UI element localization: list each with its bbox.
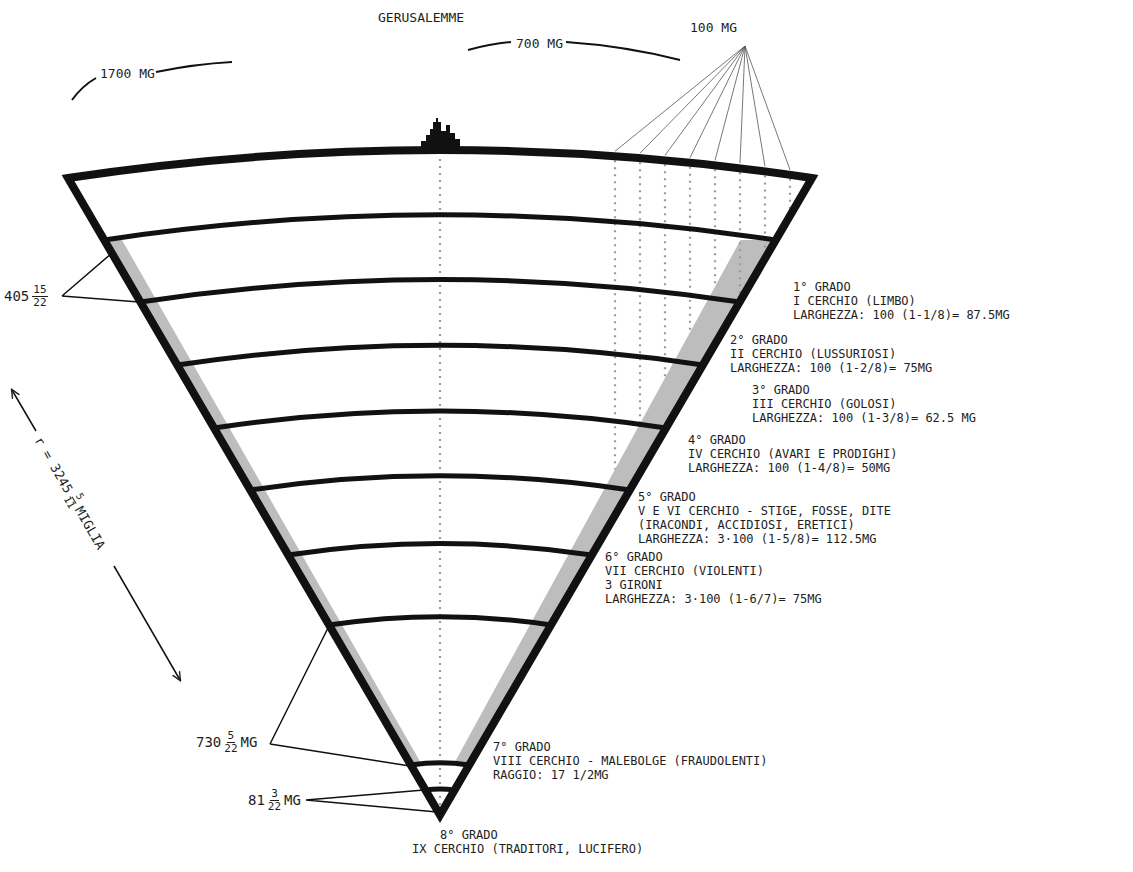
- diagram-label: LARGHEZZA: 100 (1-2/8)= 75MG: [730, 361, 932, 375]
- diagram-label: LARGHEZZA: 3·100 (1-5/8)= 112.5MG: [638, 532, 876, 546]
- diagram-label: 2° GRADO: [730, 333, 788, 347]
- diagram-label: r = 3245: [32, 434, 76, 496]
- diagram-label: LARGHEZZA: 100 (1-1/8)= 87.5MG: [793, 308, 1010, 322]
- radius-arrows: [12, 390, 180, 680]
- diagram-label: 7° GRADO: [493, 740, 551, 754]
- diagram-label: 8° GRADO: [440, 828, 498, 842]
- dimension-brackets: [62, 253, 437, 812]
- diagram-label: II CERCHIO (LUSSURIOSI): [730, 347, 896, 361]
- cone-ground: [68, 150, 812, 815]
- diagram-label: GERUSALEMME: [378, 10, 464, 25]
- fraction: 322: [268, 788, 281, 812]
- diagram-label: III CERCHIO (GOLOSI): [752, 397, 897, 411]
- dimension-value: 730522MG: [196, 730, 257, 754]
- diagram-label: 730: [196, 734, 221, 750]
- diagram-label: LARGHEZZA: 100 (1-4/8)= 50MG: [688, 461, 890, 475]
- distance-arcs: [72, 42, 680, 100]
- radius-label: r = 3245511MIGLIA: [29, 432, 112, 554]
- diagram-label: MG: [241, 734, 258, 750]
- center-axis: [439, 152, 441, 806]
- diagram-label: VIII CERCHIO - MALEBOLGE (FRAUDOLENTI): [493, 754, 768, 768]
- diagram-label: 81: [248, 792, 265, 808]
- diagram-label: 3: [270, 788, 279, 801]
- diagram-label: 22: [268, 801, 281, 813]
- diagram-label: (IRACONDI, ACCIDIOSI, ERETICI): [638, 518, 855, 532]
- diagram-label: RAGGIO: 17 1/2MG: [493, 768, 609, 782]
- diagram-label: 5° GRADO: [638, 490, 696, 504]
- diagram-label: 6° GRADO: [605, 550, 663, 564]
- diagram-label: IX CERCHIO (TRADITORI, LUCIFERO): [412, 842, 643, 856]
- diagram-label: MG: [284, 792, 301, 808]
- cone-outline: [68, 150, 812, 815]
- diagram-label: 100 MG: [690, 20, 737, 35]
- diagram-label: 1° GRADO: [793, 280, 851, 294]
- diagram-label: I CERCHIO (LIMBO): [793, 294, 916, 308]
- diagram-label: 3° GRADO: [752, 383, 810, 397]
- dimension-value: 81322MG: [248, 788, 301, 812]
- diagram-label: IV CERCHIO (AVARI E PRODIGHI): [688, 447, 898, 461]
- dimension-value: 4051522: [4, 284, 48, 308]
- diagram-label: 15: [32, 284, 47, 297]
- diagram-label: 22: [224, 743, 237, 755]
- diagram-label: 1700 MG: [100, 66, 155, 81]
- diagram-label: MIGLIA: [72, 504, 108, 552]
- diagram-label: 405: [4, 288, 29, 304]
- circle-boundaries: [104, 215, 776, 790]
- diagram-label: VII CERCHIO (VIOLENTI): [605, 564, 764, 578]
- fraction: 1522: [32, 284, 47, 308]
- jerusalem-skyline: [421, 118, 460, 150]
- diagram-label: 700 MG: [516, 36, 563, 51]
- fan-lines: [615, 46, 790, 170]
- diagram-label: 4° GRADO: [688, 433, 746, 447]
- diagram-label: LARGHEZZA: 3·100 (1-6/7)= 75MG: [605, 592, 822, 606]
- diagram-label: LARGHEZZA: 100 (1-3/8)= 62.5 MG: [752, 411, 976, 425]
- diagram-label: 5: [227, 730, 236, 743]
- fraction: 522: [224, 730, 237, 754]
- diagram-label: 3 GIRONI: [605, 578, 663, 592]
- diagram-label: V E VI CERCHIO - STIGE, FOSSE, DITE: [638, 504, 891, 518]
- diagram-label: 22: [33, 297, 46, 309]
